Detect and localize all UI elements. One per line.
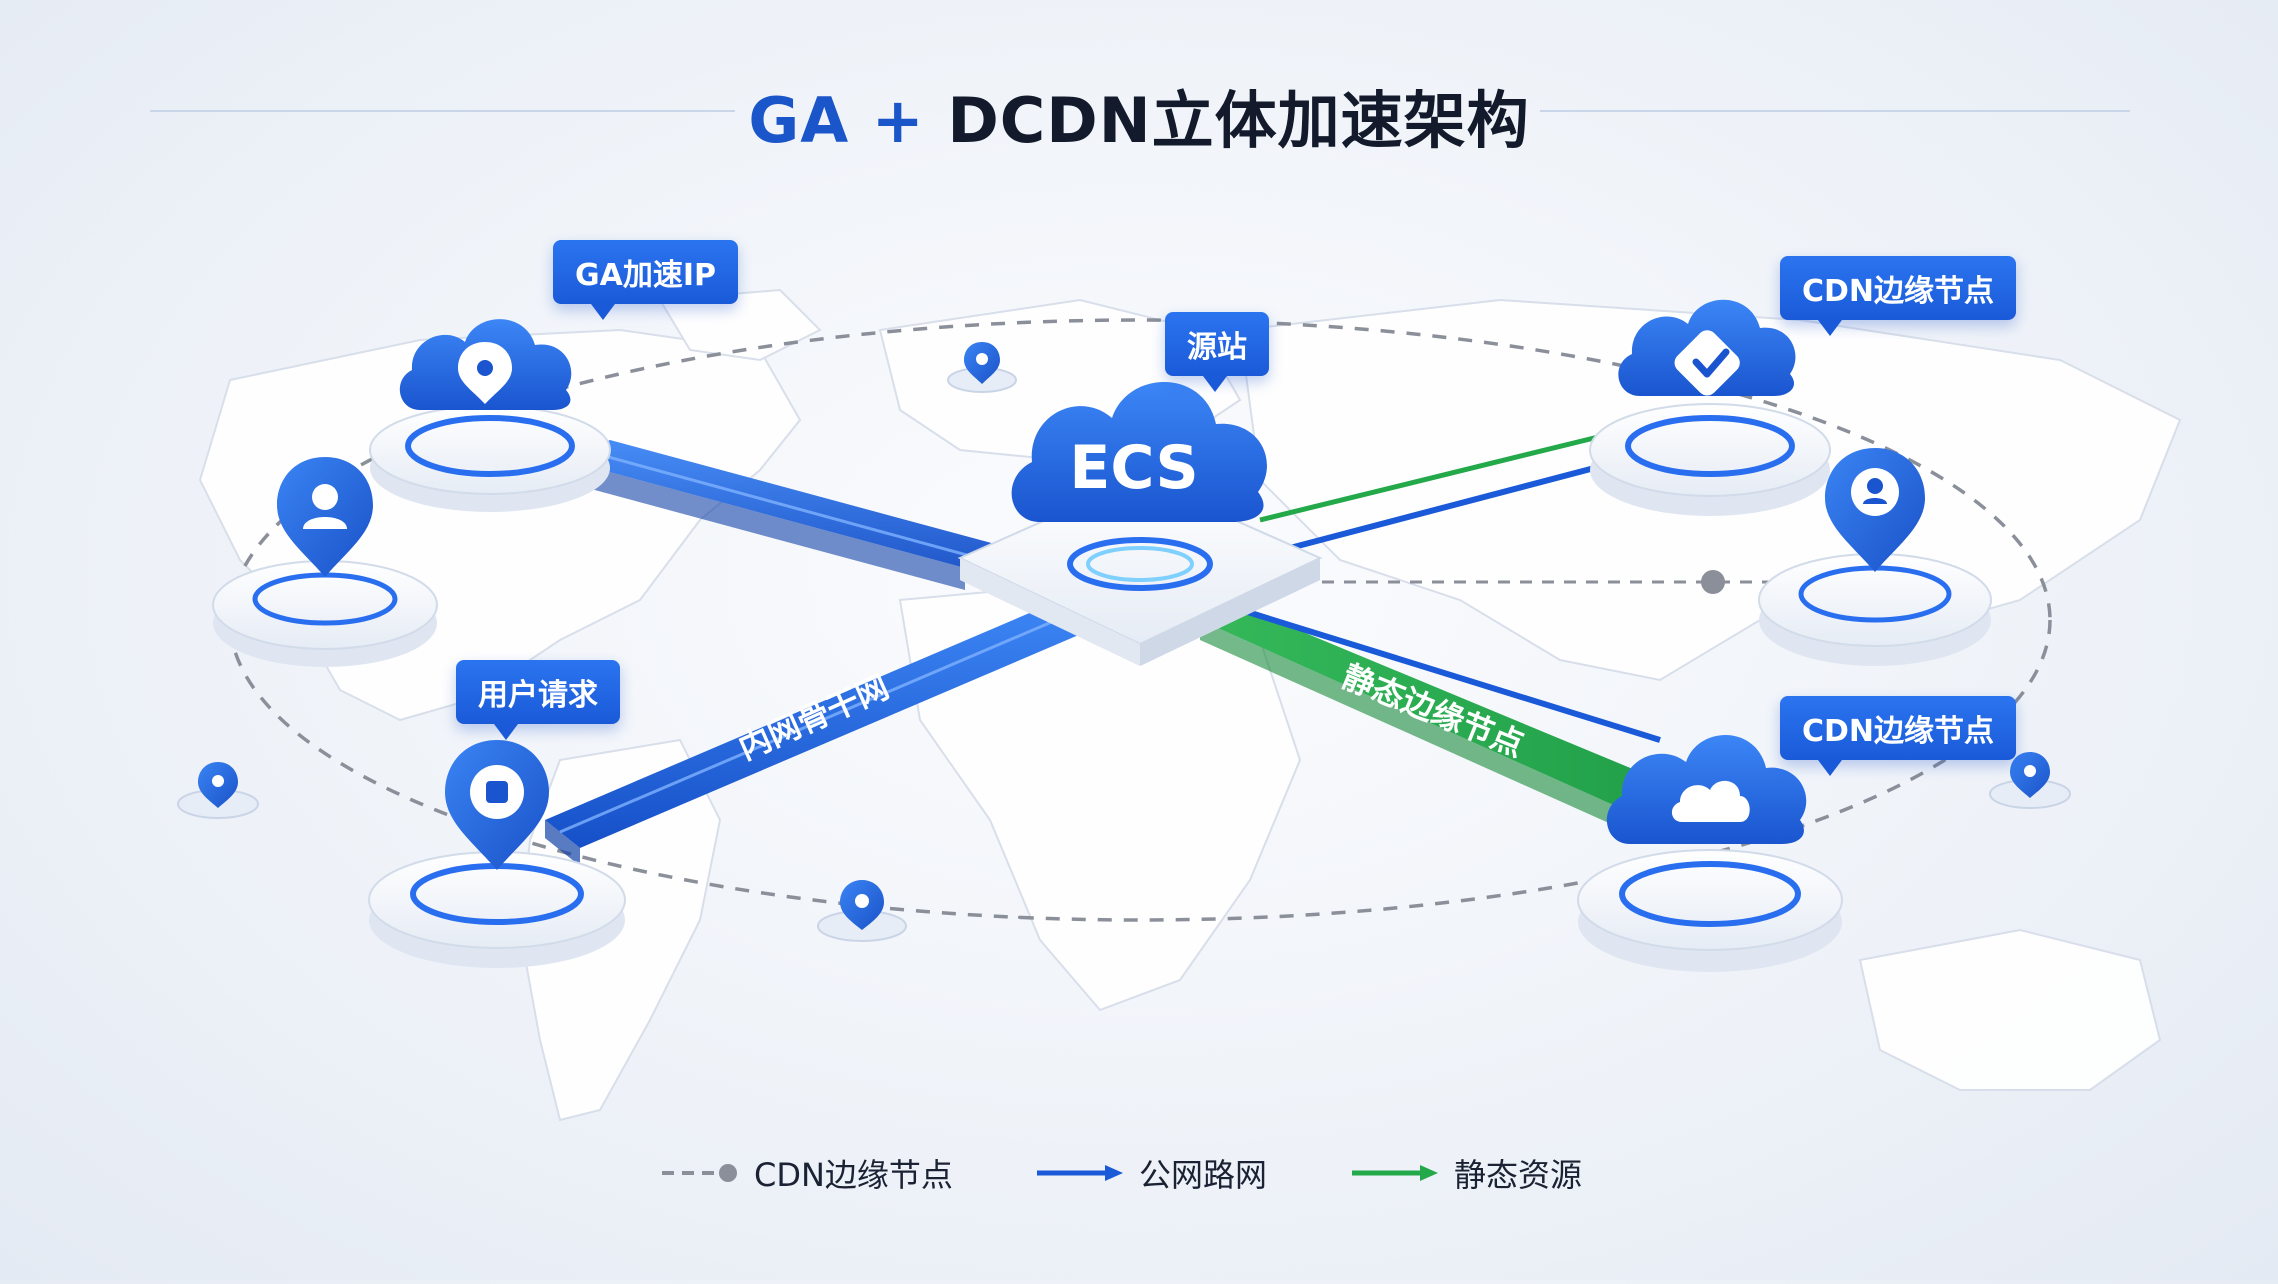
- public-link-right-lower: [1224, 602, 1661, 743]
- square-pin-icon: [486, 781, 508, 803]
- static-band-green: [1200, 610, 1640, 828]
- callout-user-request: 用户请求: [456, 660, 620, 740]
- legend-item-public: 公网路网: [1035, 1148, 1267, 1198]
- mini-pin-right: [1989, 752, 2071, 809]
- title-divider-left: [150, 110, 735, 112]
- callout-ga-ip-text: GA加速IP: [575, 258, 716, 293]
- dashed-orbit: [228, 318, 2052, 922]
- title-divider-right: [1540, 110, 2130, 112]
- orbit-dot: [1701, 570, 1725, 594]
- mini-pin-top: [947, 342, 1017, 393]
- legend-label-public: 公网路网: [1139, 1156, 1268, 1194]
- backbone-band-lower: [545, 600, 1095, 866]
- callout-user-request-text: 用户请求: [478, 678, 598, 713]
- mini-pin-left: [177, 762, 259, 819]
- node-ga-ip[interactable]: [369, 319, 611, 512]
- dashed-line-icon: [662, 1164, 737, 1182]
- static-link-right-top-green: [1259, 425, 1636, 523]
- node-user-request[interactable]: [368, 740, 626, 968]
- blue-arrow-icon: [1037, 1165, 1123, 1181]
- check-shield-icon: [1674, 330, 1740, 396]
- ga-ip-cloud: [399, 319, 572, 410]
- ecs-label: ECS: [1069, 433, 1198, 503]
- greenland-shape: [658, 288, 822, 362]
- backbone-band-upper: [565, 440, 1010, 590]
- user-icon: [303, 484, 347, 529]
- title-accent: GA +: [748, 84, 948, 157]
- callout-origin-text: 源站: [1187, 330, 1247, 365]
- legend-item-dashed: CDN边缘节点: [660, 1148, 953, 1198]
- node-cdn-bottom[interactable]: [1577, 734, 1843, 972]
- callout-origin: 源站: [1165, 312, 1269, 392]
- green-arrow-icon: [1352, 1165, 1438, 1181]
- legend-label-dashed: CDN边缘节点: [754, 1156, 953, 1194]
- node-user-left[interactable]: [212, 457, 438, 667]
- cloud-icon: [1671, 780, 1750, 822]
- public-link-right-top: [1289, 453, 1641, 551]
- title-bar: GA + DCDN立体加速架构: [0, 70, 2278, 170]
- node-ecs[interactable]: ECS: [957, 381, 1323, 666]
- callout-ga-ip: GA加速IP: [553, 240, 738, 320]
- australia-shape: [1858, 928, 2162, 1091]
- legend-label-static: 静态资源: [1454, 1156, 1583, 1194]
- legend: CDN边缘节点 公网路网 静态资源: [0, 1148, 2278, 1198]
- node-cdn-top[interactable]: [1589, 299, 1831, 516]
- callout-cdn-bottom-text: CDN边缘节点: [1802, 714, 1995, 749]
- callout-cdn-top: CDN边缘节点: [1780, 256, 2017, 336]
- legend-item-static: 静态资源: [1350, 1148, 1582, 1198]
- callout-cdn-top-text: CDN边缘节点: [1802, 274, 1995, 309]
- node-user-right[interactable]: [1758, 448, 1992, 666]
- title-main: DCDN立体加速架构: [947, 84, 1530, 157]
- page-title: GA + DCDN立体加速架构: [0, 70, 2278, 160]
- mini-pin-bottom: [817, 880, 907, 942]
- callout-cdn-bottom: CDN边缘节点: [1780, 696, 2017, 776]
- user-icon: [1851, 468, 1899, 516]
